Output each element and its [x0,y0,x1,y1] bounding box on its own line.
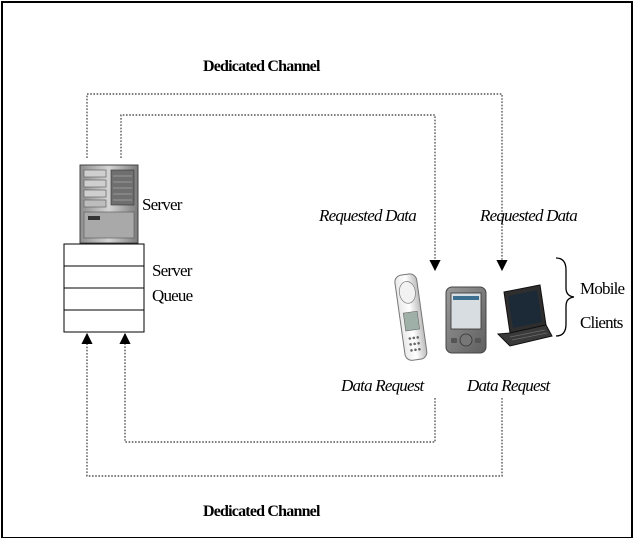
queue-label-line1: Server [152,261,193,280]
server-label: Server [142,195,183,214]
requested-data-label-right: Requested Data [479,206,577,225]
mobile-clients-brace [555,257,575,337]
pda-icon [445,286,487,354]
requested-data-label-left: Requested Data [318,206,416,225]
queue-slot [63,309,145,333]
server-queue [63,243,145,333]
bottom-outer-channel-path [81,332,503,477]
top-outer-channel-path [86,93,508,272]
queue-slot [63,243,145,267]
mobile-phone-icon [394,273,428,361]
top-channel-label: Dedicated Channel [203,58,321,75]
server-icon [79,164,139,244]
queue-slot [63,265,145,289]
laptop-icon [496,284,553,347]
data-request-label-left: Data Request [340,376,426,395]
bottom-inner-channel-path [119,332,436,443]
mobile-clients-label-line1: Mobile [580,279,625,298]
data-request-label-right: Data Request [466,376,552,395]
bottom-channel-label: Dedicated Channel [203,503,321,520]
top-inner-channel-path [120,114,441,272]
queue-label-line2: Queue [152,286,193,305]
queue-slot [63,287,145,311]
mobile-clients-label-line2: Clients [580,313,623,332]
